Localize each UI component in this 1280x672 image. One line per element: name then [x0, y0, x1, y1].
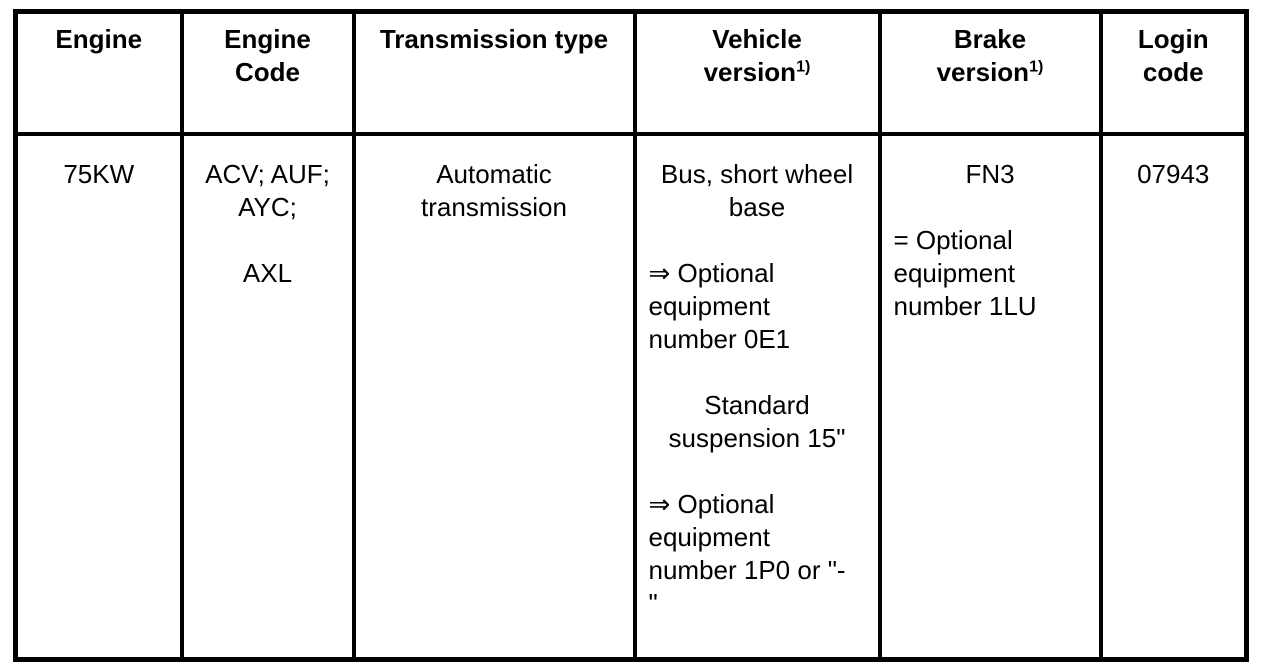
- transmission-type-value: Automatic transmission: [421, 158, 567, 222]
- header-row: Engine Engine Code Transmission type Veh…: [13, 9, 1249, 136]
- cell-engine: 75KW: [13, 131, 184, 662]
- vehicle-version-optional-0E1: ⇒ Optional equipment number 0E1: [648, 257, 791, 354]
- data-row: 75KW ACV; AUF; AYC; AXL Automatic transm…: [13, 131, 1249, 662]
- header-login-code: Login code: [1098, 9, 1249, 136]
- header-engine: Engine: [13, 9, 184, 136]
- vehicle-version-suspension: Standard suspension 15": [668, 389, 846, 453]
- header-brake-version-label: Brake version: [936, 24, 1030, 87]
- header-vehicle-version-label: Vehicle version: [703, 24, 802, 87]
- vehicle-version-optional-1P0: ⇒ Optional equipment number 1P0 or "- ": [648, 488, 846, 618]
- engine-spec-table: Engine Engine Code Transmission type Veh…: [13, 9, 1249, 662]
- engine-code-group: AXL: [242, 257, 293, 288]
- header-login-code-label: Login code: [1137, 24, 1209, 87]
- login-code-value: 07943: [1137, 158, 1210, 189]
- cell-engine-code: ACV; AUF; AYC; AXL: [179, 131, 356, 662]
- engine-value: 75KW: [63, 158, 135, 189]
- header-transmission-type-label: Transmission type: [379, 24, 609, 54]
- header-engine-code-label: Engine Code: [224, 24, 311, 87]
- header-vehicle-version: Vehicle version1): [632, 9, 882, 136]
- brake-version-value: FN3: [965, 158, 1015, 189]
- header-engine-label: Engine: [55, 24, 143, 54]
- header-engine-code: Engine Code: [179, 9, 356, 136]
- cell-vehicle-version: Bus, short wheel base ⇒ Optional equipme…: [632, 131, 882, 662]
- header-transmission-type: Transmission type: [351, 9, 637, 136]
- brake-version-optional-1LU: = Optional equipment number 1LU: [893, 224, 1037, 321]
- engine-code-group: ACV; AUF; AYC;: [205, 158, 330, 222]
- header-brake-version: Brake version1): [877, 9, 1103, 136]
- cell-login-code: 07943: [1098, 131, 1249, 662]
- cell-transmission-type: Automatic transmission: [351, 131, 637, 662]
- footnote-marker: 1): [1029, 57, 1044, 76]
- cell-brake-version: FN3 = Optional equipment number 1LU: [877, 131, 1103, 662]
- vehicle-version-base: Bus, short wheel base: [660, 158, 854, 222]
- footnote-marker: 1): [796, 57, 811, 76]
